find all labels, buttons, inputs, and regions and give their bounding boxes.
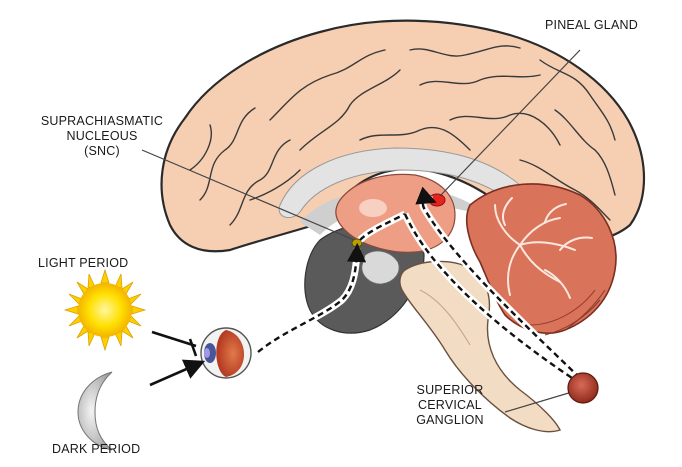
moon-icon (78, 372, 112, 450)
superior-cervical-ganglion (568, 373, 598, 403)
scg-label-line3: GANGLION (400, 413, 500, 428)
scn-label-line2: NUCLEOUS (32, 129, 172, 144)
light-arrow (152, 332, 196, 346)
dark-period-label: DARK PERIOD (52, 442, 140, 457)
scg-label-line2: CERVICAL (400, 398, 500, 413)
scg-label: SUPERIOR CERVICAL GANGLION (400, 383, 500, 428)
scg-label-line1: SUPERIOR (400, 383, 500, 398)
light-period-label: LIGHT PERIOD (38, 256, 128, 271)
pineal-gland-label: PINEAL GLAND (545, 18, 638, 33)
thalamus-highlight (359, 199, 387, 217)
dark-arrow (150, 364, 198, 385)
scn-label-line3: (SNC) (32, 144, 172, 159)
sun-icon (65, 270, 145, 350)
eye-icon (201, 328, 251, 378)
scn-label: SUPRACHIASMATIC NUCLEOUS (SNC) (32, 114, 172, 159)
scn-label-line1: SUPRACHIASMATIC (32, 114, 172, 129)
